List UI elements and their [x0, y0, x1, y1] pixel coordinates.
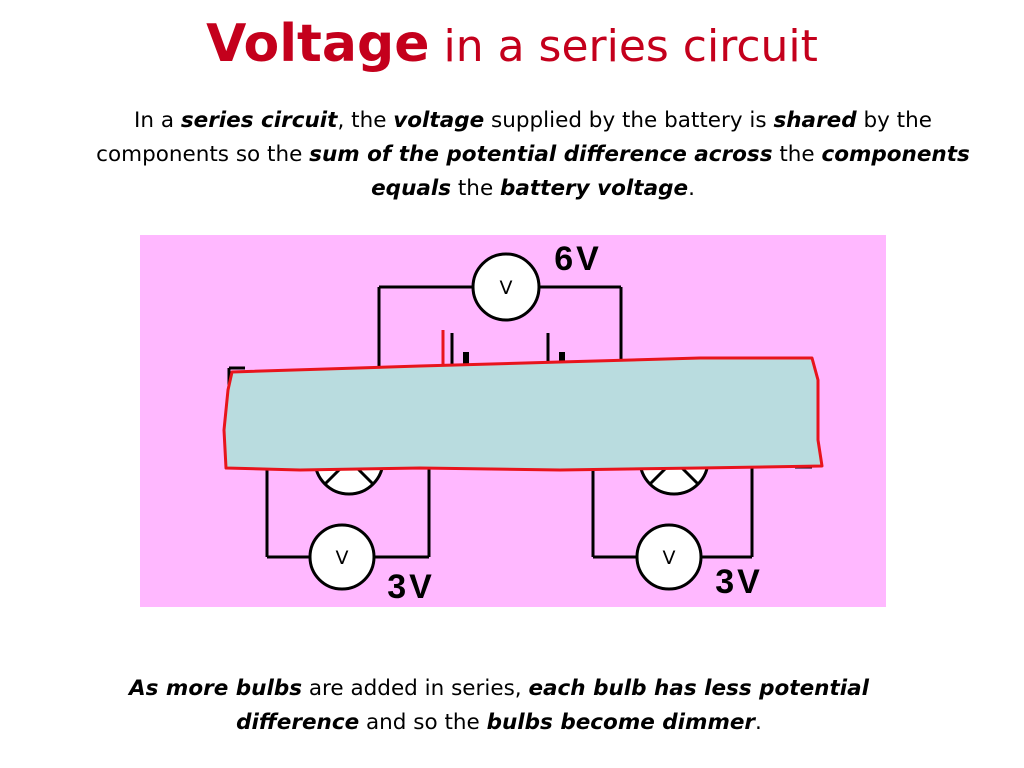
- emphasis-text: components equals: [371, 142, 970, 201]
- emphasis-text: shared: [773, 108, 857, 133]
- body-text: the: [772, 142, 822, 167]
- left-voltmeter: V: [308, 523, 376, 591]
- voltmeter-label: V: [500, 277, 513, 299]
- emphasis-text: each bulb has less potential difference: [236, 676, 869, 735]
- voltmeter-icon: [635, 523, 703, 591]
- body-text: .: [755, 710, 762, 735]
- voltmeter-icon: [471, 252, 541, 322]
- battery-voltage-reading: 6V: [554, 240, 602, 278]
- voltmeter-icon: [308, 523, 376, 591]
- left-bulb-voltage-reading: 3V: [387, 568, 435, 606]
- right-bulb-voltage-reading: 3V: [715, 563, 763, 601]
- body-text: are added in series,: [302, 676, 529, 701]
- right-voltmeter: V: [635, 523, 703, 591]
- cover-box: [222, 356, 824, 472]
- voltmeter-label: V: [663, 547, 676, 569]
- emphasis-text: battery voltage: [500, 176, 689, 201]
- intro-paragraph: In a series circuit, the voltage supplie…: [78, 104, 988, 206]
- body-text: the: [451, 176, 500, 201]
- voltmeter-label: V: [336, 547, 349, 569]
- emphasis-text: voltage: [393, 108, 485, 133]
- footer-paragraph: As more bulbs are added in series, each …: [110, 672, 888, 740]
- top-voltmeter: V: [471, 252, 541, 322]
- emphasis-text: sum of the potential difference across: [309, 142, 773, 167]
- emphasis-text: bulbs become dimmer: [486, 710, 756, 735]
- emphasis-text: As more bulbs: [129, 676, 303, 701]
- emphasis-text: series circuit: [180, 108, 338, 133]
- body-text: .: [688, 176, 695, 201]
- body-text: supplied by the battery is: [484, 108, 774, 133]
- title-rest: in a series circuit: [429, 21, 818, 72]
- title-keyword: Voltage: [206, 14, 430, 74]
- body-text: In a: [134, 108, 181, 133]
- circuit-wires: [227, 285, 812, 559]
- page-title: Voltage in a series circuit: [0, 14, 1024, 74]
- body-text: by the components so the: [96, 108, 932, 167]
- body-text: , the: [337, 108, 394, 133]
- body-text: and so the: [359, 710, 487, 735]
